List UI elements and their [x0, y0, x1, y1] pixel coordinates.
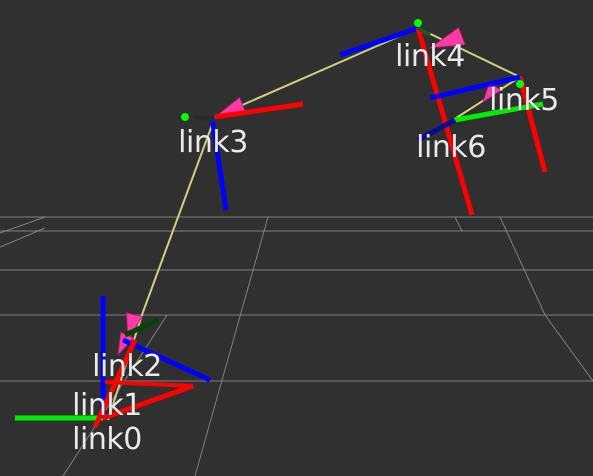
- frame-label-link4: link4: [395, 39, 465, 74]
- grid-line: [0, 216, 46, 234]
- frame-axis: [194, 115, 216, 122]
- grid-line: [499, 216, 546, 316]
- frame-axes: [15, 25, 548, 429]
- frame-label-link6: link6: [416, 130, 486, 165]
- frame-axis: [104, 380, 194, 388]
- grid-line: [454, 216, 463, 232]
- frame-axis: [415, 27, 475, 216]
- frame-axis: [416, 26, 432, 37]
- frame-label-link2: link2: [92, 349, 162, 384]
- grid-line: [544, 314, 593, 382]
- frame-axis: [517, 76, 548, 173]
- frame-axis: [102, 383, 194, 421]
- frame-origins: [181, 19, 524, 121]
- tf-link: [417, 27, 521, 78]
- frame-label-link1: link1: [72, 388, 142, 423]
- tf-arrow: [428, 27, 466, 49]
- frame-origin-marker: [181, 113, 189, 121]
- grid-line: [194, 216, 269, 476]
- frame-origin-marker: [516, 80, 524, 88]
- frame-label-link5: link5: [489, 83, 559, 118]
- tf-link: [214, 27, 419, 118]
- frame-axis: [454, 101, 544, 123]
- grid-line: [0, 227, 46, 248]
- frame-origin-marker: [414, 19, 422, 27]
- tf-link: [142, 116, 216, 313]
- frame-axis: [416, 117, 457, 143]
- frame-axis: [429, 74, 521, 101]
- frame-axis: [209, 116, 229, 211]
- ground-grid: [0, 216, 593, 476]
- frame-axis: [121, 337, 212, 383]
- frame-label-link0: link0: [72, 422, 142, 457]
- frame-axis: [123, 317, 160, 338]
- frame-axis: [214, 101, 304, 120]
- frame-label-link3: link3: [178, 125, 248, 160]
- frame-axis: [339, 25, 419, 58]
- tf-arrow: [482, 81, 502, 103]
